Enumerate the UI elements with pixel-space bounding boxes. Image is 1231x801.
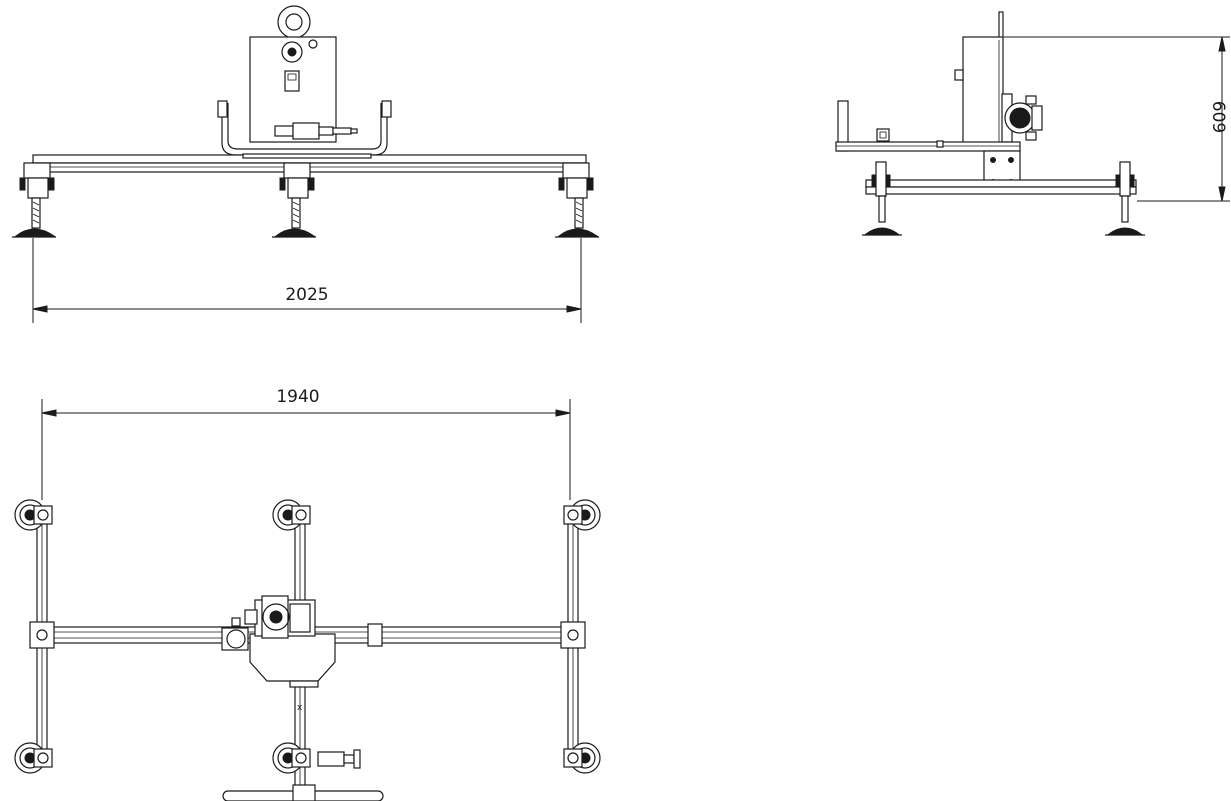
- front-view: 2025: [12, 5, 599, 323]
- side-foot-right: [1105, 161, 1145, 236]
- dimension-label-609: 609: [1208, 101, 1228, 133]
- suction-leg-center: [272, 162, 316, 238]
- dimension-label-2025: 2025: [285, 285, 328, 305]
- side-view: 609: [835, 11, 1230, 236]
- suction-leg-left: [12, 162, 56, 238]
- top-suction-cups: [14, 499, 601, 774]
- dimension-width-top: 1940: [41, 387, 571, 500]
- dimension-height-side: 609: [1004, 36, 1230, 202]
- suction-leg-right: [555, 162, 599, 238]
- side-foot-left: [862, 161, 902, 236]
- svg-text:x: x: [297, 703, 303, 713]
- top-view: x 1940: [14, 387, 601, 801]
- dimension-label-1940: 1940: [276, 387, 319, 407]
- dimension-width-front: 2025: [32, 238, 582, 323]
